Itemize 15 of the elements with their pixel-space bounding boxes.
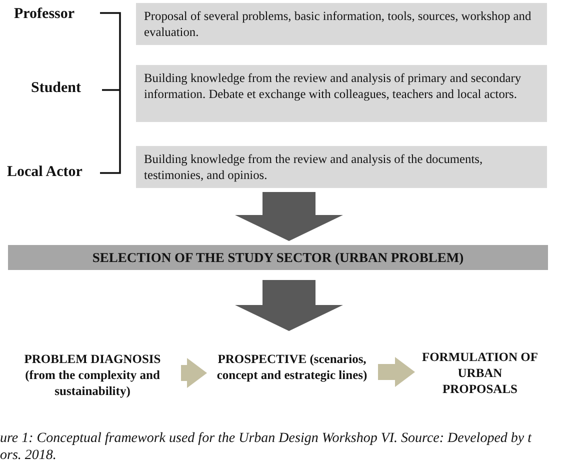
block-arrow (235, 192, 343, 241)
role-label: Local Actor (7, 164, 93, 184)
stage-bar: SELECTION OF THE STUDY SECTOR (URBAN PROBLEM) (8, 245, 548, 270)
description-box: Building knowledge from the review and analysis of primary and secondary information. Debate et exchange with colleagues, teachers and local actors. (136, 65, 547, 122)
chevron-arrow (378, 357, 415, 387)
block-arrow (235, 280, 343, 331)
stage-text: PROSPECTIVE (scenarios, concept and estrategic lines) (212, 351, 372, 401)
role-label: Professor (14, 6, 89, 26)
description-box: Proposal of several problems, basic information, tools, sources, workshop and evaluation. (136, 3, 547, 45)
description-box: Building knowledge from the review and analysis of the documents, testimonies, and opinios. (136, 146, 547, 188)
caption: ure 1: Conceptual framework used for the Urban Design Workshop VI. Source: Developed by t ors. 2018. (0, 430, 533, 464)
stage-text: FORMULATION OF URBAN PROPOSALS (420, 349, 540, 399)
role-label: Student (31, 80, 91, 100)
chevron-arrow (181, 358, 207, 388)
stage-text: PROBLEM DIAGNOSIS (from the complexity and sustainability) (10, 351, 175, 401)
